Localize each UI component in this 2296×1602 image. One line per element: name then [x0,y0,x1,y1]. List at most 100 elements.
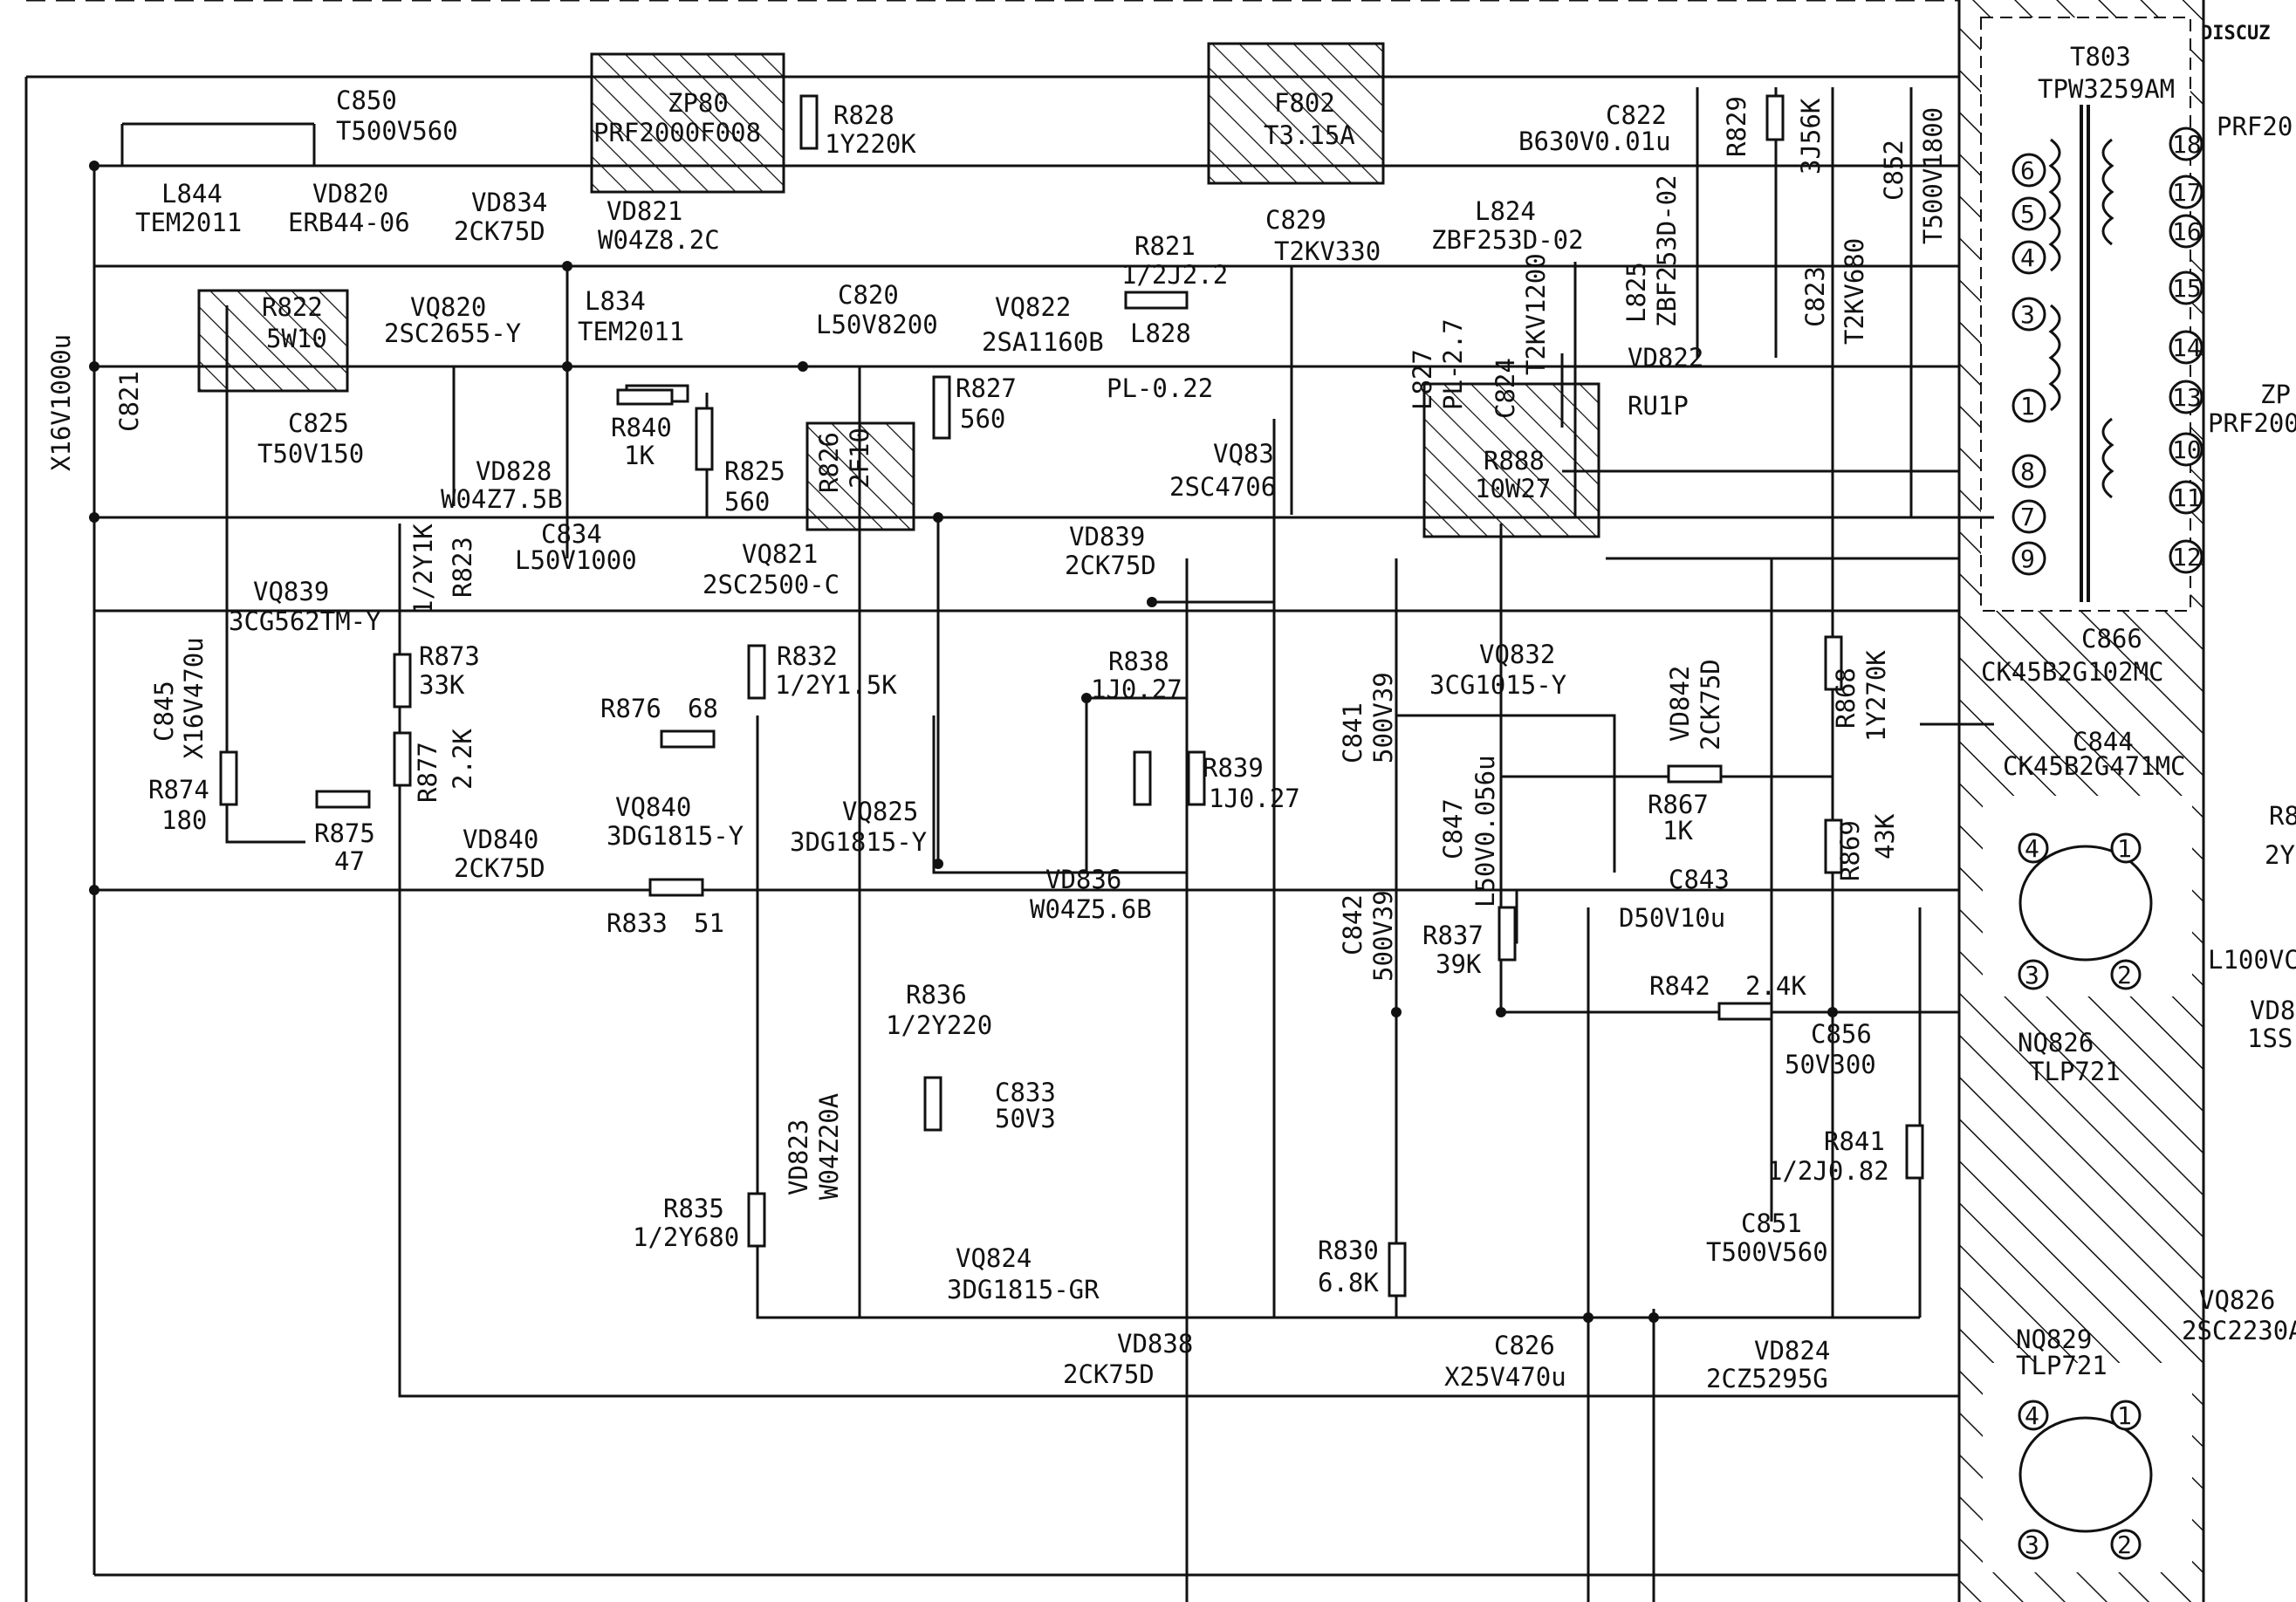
label-l834: L834 [585,286,646,316]
label-vq821: VQ821 [742,539,818,569]
pin-left-6: 6 [2020,156,2035,185]
label-prf-right: PRF200 [2208,408,2296,438]
label-t803: T803 [2070,42,2131,72]
label-vd838-value: 2CK75D [1063,1359,1155,1389]
label-r835-value: 1/2Y680 [633,1222,739,1252]
label-c841: C841 [1338,702,1367,763]
label-r875: R875 [314,818,375,848]
label-vd840: VD840 [463,825,538,854]
label-r868-value: 1Y270K [1861,650,1891,742]
label-c844: C844 [2073,727,2134,756]
label-vq826-value: 2SC2230A [2182,1316,2296,1345]
label-c850-value: T500V560 [336,116,458,146]
label-r822-value: 5W10 [266,324,327,353]
label-r828-value: 1Y220K [825,129,916,159]
label-r867: R867 [1648,790,1709,819]
label-c821-value: X16V1000u [46,334,76,471]
label-prf: PRF20 [2217,112,2293,141]
label-c824: C824 [1491,358,1520,419]
label-vd836: VD836 [1045,865,1121,894]
label-r823: R823 [448,537,477,598]
label-vd824: VD824 [1754,1336,1830,1366]
pin-left-3: 3 [2020,300,2035,329]
pin-right-13: 13 [2172,383,2202,412]
label-r876-value: 68 [688,694,718,723]
label-r837-value: 39K [1436,949,1482,979]
pin-left-5: 5 [2020,200,2035,229]
label-r873: R873 [419,641,480,671]
label-r840: R840 [611,413,672,442]
label-r827-value: 560 [960,404,1005,434]
label-r832-value: 1/2Y1.5K [775,670,897,700]
label-c822-value: B630V0.01u [1518,127,1671,156]
opto1-pin-4: 4 [2025,834,2039,863]
label-vq822: VQ822 [995,292,1071,322]
opto1-pin-3: 3 [2025,961,2039,989]
label-l100: L100VC [2208,945,2296,975]
components [219,94,1924,1297]
label-r888: R888 [1484,446,1545,476]
label-l824-value: ZBF253D-02 [1431,225,1584,255]
label-c856-value: 50V300 [1785,1050,1876,1079]
label-r840-value: 1K [624,441,655,470]
label-r825: R825 [724,456,785,486]
opto2-pin-2: 2 [2117,1530,2132,1559]
label-r869: R869 [1835,820,1865,881]
label-r876: R876 [600,694,661,723]
label-r836: R836 [906,980,967,1010]
label-c850: C850 [336,86,397,115]
label-c823: C823 [1800,266,1830,327]
label-vd828: VD828 [476,456,552,486]
pin-left-1: 1 [2020,392,2035,421]
optocoupler-bodies [2018,845,2153,1533]
pin-left-7: 7 [2020,503,2035,531]
label-vq824-value: 3DG1815-GR [947,1275,1100,1304]
label-c843-value: D50V10u [1619,903,1725,933]
label-vq83: VQ83 [1213,439,1274,469]
label-vd840-value: 2CK75D [454,853,545,883]
label-vq822-value: 2SA1160B [982,327,1104,357]
label-vd834: VD834 [471,188,547,217]
label-r877-value: 2.2K [448,729,477,790]
label-r836-value: 1/2Y220 [886,1010,992,1040]
label-vq832-value: 3CG1015-Y [1429,670,1566,700]
label-r8-right-value: 2Y [2265,840,2295,870]
label-c844-value: CK45B2G471MC [2003,751,2186,781]
label-vq820-value: 2SC2655-Y [384,318,521,348]
label-r874-value: 180 [161,805,207,835]
label-c823-value: T2KV680 [1840,238,1869,345]
label-l844-value: TEM2011 [135,208,242,237]
label-r830-value: 6.8K [1318,1268,1379,1297]
label-nq829-value: TLP721 [2016,1351,2108,1380]
label-vd842: VD842 [1665,666,1695,742]
label-r823-value: 1/2Y1K [408,524,438,615]
label-c842: C842 [1338,894,1367,955]
label-vq825-value: 3DG1815-Y [790,827,927,857]
label-r822: R822 [262,292,323,322]
label-r838-value: 1J0.27 [1091,674,1182,704]
label-r842-value: 2.4K [1745,971,1806,1001]
label-r829-value: 3J56K [1796,98,1826,175]
label-c856: C856 [1811,1019,1872,1049]
label-vq820: VQ820 [410,292,486,322]
label-r841: R841 [1824,1126,1885,1156]
label-vq840-value: 3DG1815-Y [607,821,744,851]
label-r826: R826 [814,432,844,493]
label-l834-value: TEM2011 [578,317,684,346]
label-vq824: VQ824 [956,1243,1031,1273]
label-c825-value: T50V150 [257,439,364,469]
label-nq829: NQ829 [2016,1325,2092,1354]
label-r875-value: 47 [334,846,365,876]
label-nq826-value: TLP721 [2029,1057,2121,1086]
label-r839-value: 1J0.27 [1209,784,1300,813]
label-r839: R839 [1203,753,1264,783]
label-vq826: VQ826 [2199,1285,2275,1315]
label-vd839-value: 2CK75D [1065,551,1156,580]
label-r869-value: 43K [1870,813,1900,859]
pin-right-18: 18 [2172,130,2202,159]
opto2-pin-4: 4 [2025,1401,2039,1430]
label-r833: R833 [607,908,668,938]
label-zp80-value: PRF2000F008 [593,118,761,147]
label-r888-value: 10W27 [1475,474,1551,503]
